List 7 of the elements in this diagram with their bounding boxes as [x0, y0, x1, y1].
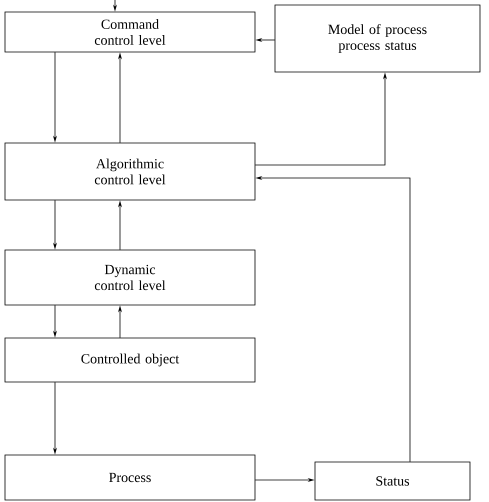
process-box: Command control level: [4, 12, 256, 52]
process-box: Status: [314, 462, 470, 500]
process-box: Process: [4, 454, 256, 500]
process-box: Model of process process status: [274, 4, 480, 72]
process-box: Controlled object: [4, 338, 256, 382]
process-box: Dynamic control level: [4, 250, 256, 306]
process-box: Algorithmic control level: [4, 142, 256, 200]
